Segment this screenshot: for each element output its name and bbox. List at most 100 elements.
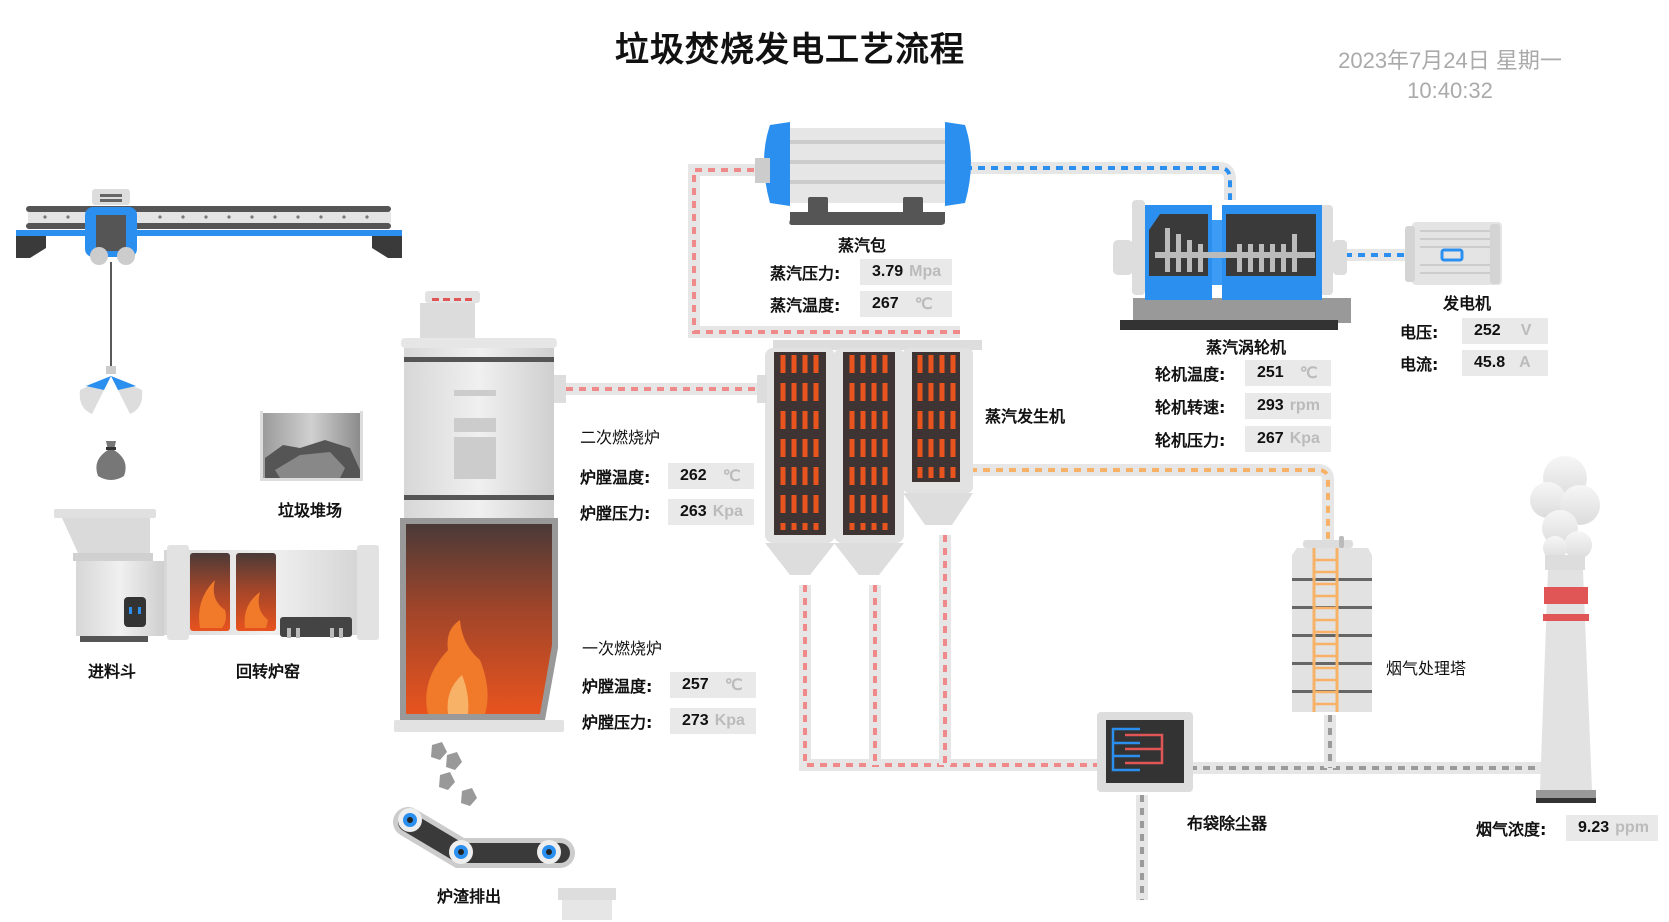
reading-steam-pressure: 蒸汽压力: 3.79 Mpa — [770, 259, 952, 285]
pipe-drum-to-turbine — [965, 162, 1236, 200]
label-secondary-furnace: 二次燃烧炉 — [580, 428, 661, 447]
slag-bin — [558, 888, 616, 920]
pipe-filter-to-chimney — [1136, 715, 1545, 900]
reading-unit: ppm — [1615, 819, 1649, 836]
feed-hopper — [54, 509, 164, 642]
chimney-readings: 烟气浓度: 9.23 ppm — [1476, 815, 1658, 841]
reading-unit: ℃ — [722, 468, 741, 485]
generator[interactable] — [1405, 222, 1502, 285]
reading-chamber-pressure: 炉膛压力: 273 Kpa — [582, 708, 756, 734]
reading-unit: V — [1520, 322, 1532, 339]
slag-rocks — [431, 742, 477, 806]
reading-unit: Kpa — [1289, 430, 1320, 447]
reading-value: 273 — [682, 712, 709, 729]
label-feeder: 进料斗 — [88, 662, 137, 681]
reading-label: 炉膛温度: — [580, 468, 651, 487]
reading-label: 轮机转速: — [1155, 398, 1226, 417]
pipe-network — [553, 162, 1545, 900]
reading-value-box: 251 ℃ — [1245, 360, 1331, 386]
reading-label: 电流: — [1400, 355, 1439, 374]
reading-value: 267 — [1257, 430, 1284, 447]
label-steam-turbine: 蒸汽涡轮机 — [1206, 338, 1287, 357]
reading-label: 蒸汽压力: — [770, 264, 841, 283]
reading-flue-gas-concentration: 烟气浓度: 9.23 ppm — [1476, 815, 1658, 841]
label-rotary-kiln: 回转炉窑 — [236, 662, 301, 681]
reading-unit: ℃ — [1299, 365, 1318, 382]
reading-value-box: 262℃ — [668, 463, 754, 489]
waste-yard — [260, 411, 363, 481]
steam-turbine[interactable] — [1113, 200, 1351, 330]
reading-value: 45.8 — [1474, 354, 1506, 371]
label-bag-filter: 布袋除尘器 — [1187, 814, 1268, 833]
reading-value-box: 263 Kpa — [668, 499, 754, 525]
reading-value: 267 — [872, 295, 899, 312]
reading-value-box: 267 ℃ — [860, 291, 952, 317]
smoke-icon — [1530, 456, 1600, 560]
reading-unit: ℃ — [724, 677, 743, 694]
reading-value: 252 — [1474, 322, 1501, 339]
garbage-bag-icon — [96, 441, 126, 480]
reading-unit: Kpa — [712, 503, 743, 520]
chimney[interactable] — [1530, 456, 1600, 803]
ladder-icon — [1312, 548, 1339, 712]
crane — [16, 189, 402, 480]
label-waste-yard: 垃圾堆场 — [278, 501, 343, 520]
reading-label: 轮机温度: — [1155, 365, 1226, 384]
label-flue-gas-tower: 烟气处理塔 — [1386, 659, 1467, 678]
reading-value: 263 — [680, 503, 707, 520]
reading-unit: Mpa — [909, 263, 942, 280]
page-title: 垃圾焚烧发电工艺流程 — [615, 30, 965, 70]
secondary-furnace — [401, 291, 566, 518]
primary-furnace-readings: 炉膛温度: 257 ℃ 炉膛压力: 273 Kpa — [582, 672, 756, 734]
reading-chamber-pressure: 炉膛压力: 263 Kpa — [580, 499, 754, 525]
datetime-display: 2023年7月24日 星期一 10:40:32 — [1300, 46, 1600, 106]
steam-drum[interactable] — [755, 122, 971, 225]
flue-gas-tower[interactable] — [1292, 536, 1372, 712]
reading-value: 293 — [1257, 397, 1284, 414]
reading-value: 3.79 — [872, 263, 904, 280]
reading-value-box: 252 V — [1462, 318, 1548, 344]
reading-value: 257 — [682, 676, 709, 693]
heating-tubes — [780, 355, 956, 530]
label-steam-drum: 蒸汽包 — [838, 236, 887, 255]
crane-trolley[interactable] — [85, 189, 137, 265]
label-primary-furnace: 一次燃烧炉 — [582, 639, 663, 658]
reading-label: 炉膛压力: — [582, 713, 653, 732]
slag-conveyor — [393, 807, 575, 868]
reading-label: 烟气浓度: — [1476, 820, 1547, 839]
label-generator: 发电机 — [1443, 294, 1492, 313]
secondary-furnace-readings: 炉膛温度: 262℃ 炉膛压力: 263 Kpa — [580, 463, 754, 525]
reading-value: 9.23 — [1578, 819, 1610, 836]
reading-value-box: 9.23 ppm — [1566, 815, 1658, 841]
reading-unit: ℃ — [914, 296, 933, 313]
reading-label: 蒸汽温度: — [770, 296, 841, 315]
reading-steam-temperature: 蒸汽温度: 267 ℃ — [770, 291, 952, 317]
grab-claw — [79, 366, 143, 414]
reading-value-box: 267 Kpa — [1245, 426, 1331, 452]
date-text: 2023年7月24日 星期一 — [1338, 48, 1562, 73]
reading-value: 251 — [1257, 364, 1284, 381]
reading-chamber-temperature: 炉膛温度: 262℃ — [580, 463, 754, 489]
reading-unit: Kpa — [714, 712, 745, 729]
reading-unit: rpm — [1289, 397, 1320, 414]
rotary-kiln — [164, 545, 379, 640]
pipe-hoppers-to-filter — [799, 535, 1100, 771]
reading-turbine-temperature: 轮机温度: 251 ℃ — [1155, 360, 1331, 386]
reading-label: 炉膛温度: — [582, 677, 653, 696]
turbine-blades — [1165, 228, 1297, 272]
bag-filter[interactable] — [1097, 712, 1193, 792]
steam-generator[interactable] — [757, 340, 982, 575]
primary-furnace — [394, 518, 564, 806]
reading-value-box: 257 ℃ — [670, 672, 756, 698]
reading-value-box: 273 Kpa — [670, 708, 756, 734]
time-text: 10:40:32 — [1407, 78, 1493, 103]
reading-label: 炉膛压力: — [580, 504, 651, 523]
pipe-steam-return — [688, 164, 960, 338]
